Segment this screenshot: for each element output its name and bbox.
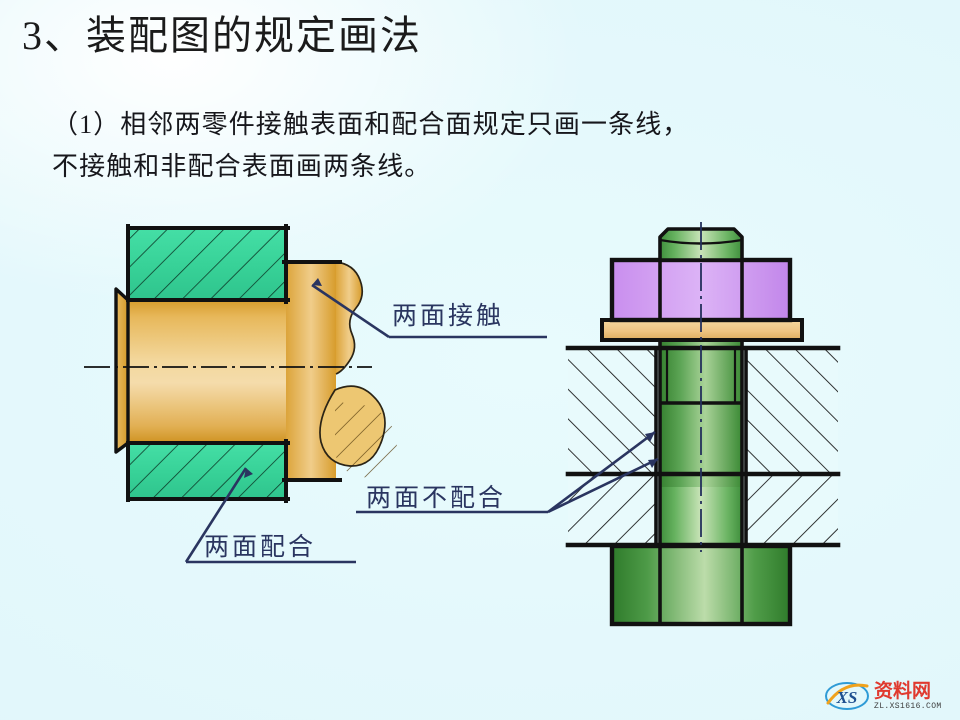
- watermark: XS 资料网 ZL.XS1616.COM: [824, 676, 952, 716]
- figure-shaft-in-housing: [84, 224, 397, 503]
- watermark-site-name: 资料网: [874, 680, 932, 702]
- annotation-two-faces-fitted: 两面配合: [204, 534, 317, 561]
- svg-text:XS: XS: [836, 688, 858, 707]
- bolt-hole-walls: [654, 348, 748, 545]
- bolt-head: [609, 543, 793, 627]
- housing-upper-block: [128, 228, 286, 300]
- body-paragraph: （1）相邻两零件接触表面和配合面规定只画一条线， 不接触和非配合表面画两条线。: [52, 104, 932, 188]
- housing-outlines: [126, 224, 290, 503]
- leader-lines: [184, 278, 659, 564]
- shaft-outlines: [282, 260, 342, 482]
- shaft-left-end: [114, 287, 130, 454]
- housing-lower-block: [128, 443, 286, 499]
- shaft-break-section: [319, 385, 397, 478]
- body-line-2: 不接触和非配合表面画两条线。: [52, 152, 432, 182]
- shaft-body: [128, 300, 286, 443]
- body-line-1: （1）相邻两零件接触表面和配合面规定只画一条线，: [52, 110, 690, 139]
- page-title: 3、装配图的规定画法: [22, 13, 422, 58]
- watermark-url: ZL.XS1616.COM: [874, 701, 942, 711]
- bolt-shank-edges: [658, 340, 744, 546]
- washer: [600, 318, 804, 342]
- annotation-two-faces-contact: 两面接触: [392, 303, 505, 330]
- bolt-shank-inner-lines: [665, 350, 737, 403]
- annotation-two-faces-not-fitted: 两面不配合: [366, 485, 507, 512]
- watermark-text: 资料网 ZL.XS1616.COM: [874, 682, 942, 711]
- xs-logo-icon: XS: [824, 679, 870, 713]
- shaft-break-upper: [335, 261, 364, 375]
- figure-bolt-joint: [565, 222, 841, 627]
- plate-outlines: [565, 345, 841, 548]
